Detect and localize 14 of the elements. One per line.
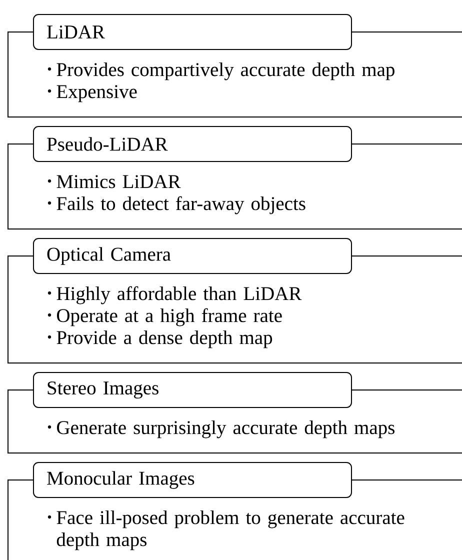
heading-box: Pseudo-LiDAR	[33, 126, 352, 162]
bullet-item: Provide a dense depth map	[48, 330, 272, 348]
heading-box: Stereo Images	[33, 372, 352, 408]
heading-box: LiDAR	[33, 14, 352, 50]
bullet-item: Operate at a high frame rate	[48, 308, 282, 326]
bullet-item: Fails to detect far-away objects	[48, 196, 306, 214]
heading-box: Optical Camera	[33, 238, 352, 274]
bullet-item: Highly affordable than LiDAR	[48, 286, 302, 304]
bullet-item: Generate surprisingly accurate depth maps	[48, 420, 394, 438]
heading-box: Monocular Images	[33, 462, 352, 498]
bullet-item: Expensive	[48, 85, 137, 102]
bullet-item: Face ill-posed problem to generate accurate depth maps	[48, 510, 404, 550]
bullet-item: Mimics LiDAR	[48, 175, 181, 188]
bullet-item: Provides compartively accurate depth map	[48, 62, 394, 80]
